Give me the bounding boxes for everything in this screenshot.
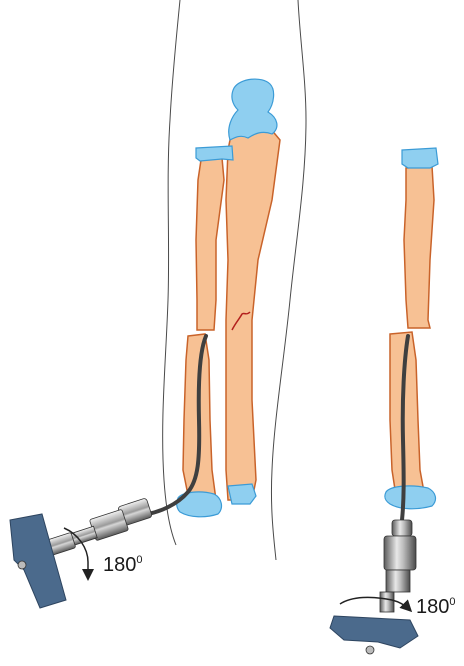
device-screw-right xyxy=(366,646,374,654)
bone-tibia xyxy=(226,128,280,500)
cartilage-knee xyxy=(229,79,277,140)
device-screw-left xyxy=(18,561,26,569)
cartilage-upper-right xyxy=(402,148,438,168)
cartilage-ankle-right xyxy=(385,486,436,509)
bone-fragment-upper-left xyxy=(196,158,224,330)
leg-outline-right xyxy=(271,0,306,560)
rotation-unit-right: 0 xyxy=(449,596,455,608)
rotation-unit-left: 0 xyxy=(136,554,142,566)
rotation-label-left: 1800 xyxy=(103,555,143,575)
leg-outline-left xyxy=(163,0,180,545)
drill-handpiece-left xyxy=(46,498,152,556)
bone-fragment-upper-right xyxy=(404,166,434,328)
rotation-label-right: 1800 xyxy=(416,597,456,617)
rotation-value-left: 180 xyxy=(103,554,136,576)
device-base-left xyxy=(10,514,66,608)
rotation-arrow-right xyxy=(340,597,410,610)
cartilage-ankle-left-b xyxy=(228,484,256,504)
cartilage-upper-fragment-top xyxy=(196,146,233,161)
rotation-value-right: 180 xyxy=(416,596,449,618)
device-base-right xyxy=(330,616,418,648)
